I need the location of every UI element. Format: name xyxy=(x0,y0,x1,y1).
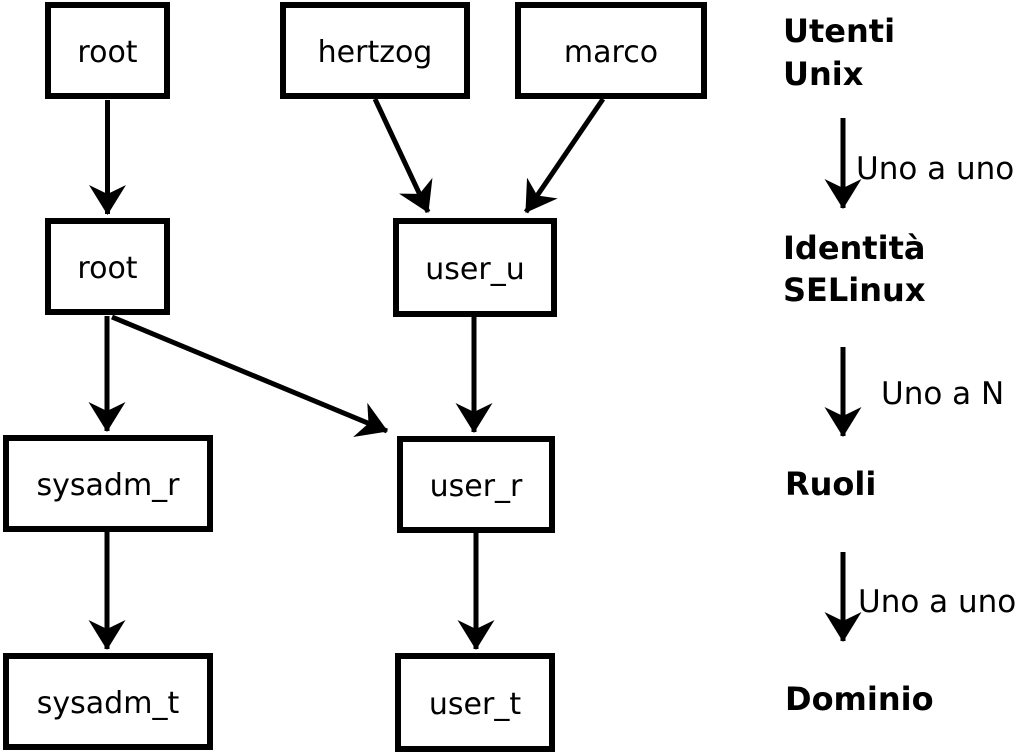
node-label-hertzog: hertzog xyxy=(318,35,433,70)
node-root-unix: root xyxy=(45,2,170,99)
node-hertzog: hertzog xyxy=(280,2,470,99)
node-label-sysadm-r: sysadm_r xyxy=(37,468,181,503)
legend-relation-3: Uno a uno xyxy=(858,584,1016,620)
node-sysadm-t: sysadm_t xyxy=(3,653,213,750)
arrow-root-to-user-r xyxy=(111,314,388,437)
node-label-sysadm-t: sysadm_t xyxy=(37,686,180,721)
node-root-selinux: root xyxy=(45,218,170,315)
node-sysadm-r: sysadm_r xyxy=(3,435,213,532)
node-box-marco xyxy=(515,2,707,99)
legend-identita-line2: SELinux xyxy=(783,271,926,309)
node-label-root-unix: root xyxy=(77,35,137,70)
node-label-user-r: user_r xyxy=(430,469,523,504)
node-label-marco: marco xyxy=(564,35,658,70)
node-user-u: user_u xyxy=(393,218,557,317)
node-label-user-u: user_u xyxy=(425,252,524,287)
legend-relation-2: Uno a N xyxy=(881,376,1004,412)
arrow-marco-to-user-u xyxy=(523,97,606,214)
legend-utenti-line2: Unix xyxy=(783,55,864,93)
legend-identita-line1: Identità xyxy=(783,229,925,267)
legend-utenti-line1: Utenti xyxy=(783,12,895,50)
node-box-root-selinux xyxy=(45,218,170,315)
legend: Utenti Unix Uno a uno Identità SELinux U… xyxy=(783,12,1016,718)
legend-dominio: Dominio xyxy=(785,680,934,718)
node-box-user-t xyxy=(395,653,555,752)
node-box-sysadm-t xyxy=(3,653,213,750)
node-box-root-unix xyxy=(45,2,170,99)
node-user-r: user_r xyxy=(397,436,555,533)
arrow-hertzog-to-user-u xyxy=(372,97,433,214)
legend-ruoli: Ruoli xyxy=(785,465,876,503)
node-box-hertzog xyxy=(280,2,470,99)
node-label-user-t: user_t xyxy=(429,687,521,722)
node-marco: marco xyxy=(515,2,707,99)
node-user-t: user_t xyxy=(395,653,555,752)
node-label-root-selinux: root xyxy=(77,251,137,286)
node-box-user-r xyxy=(397,436,555,533)
node-box-sysadm-r xyxy=(3,435,213,532)
node-box-user-u xyxy=(393,218,557,317)
legend-relation-1: Uno a uno xyxy=(856,151,1014,187)
